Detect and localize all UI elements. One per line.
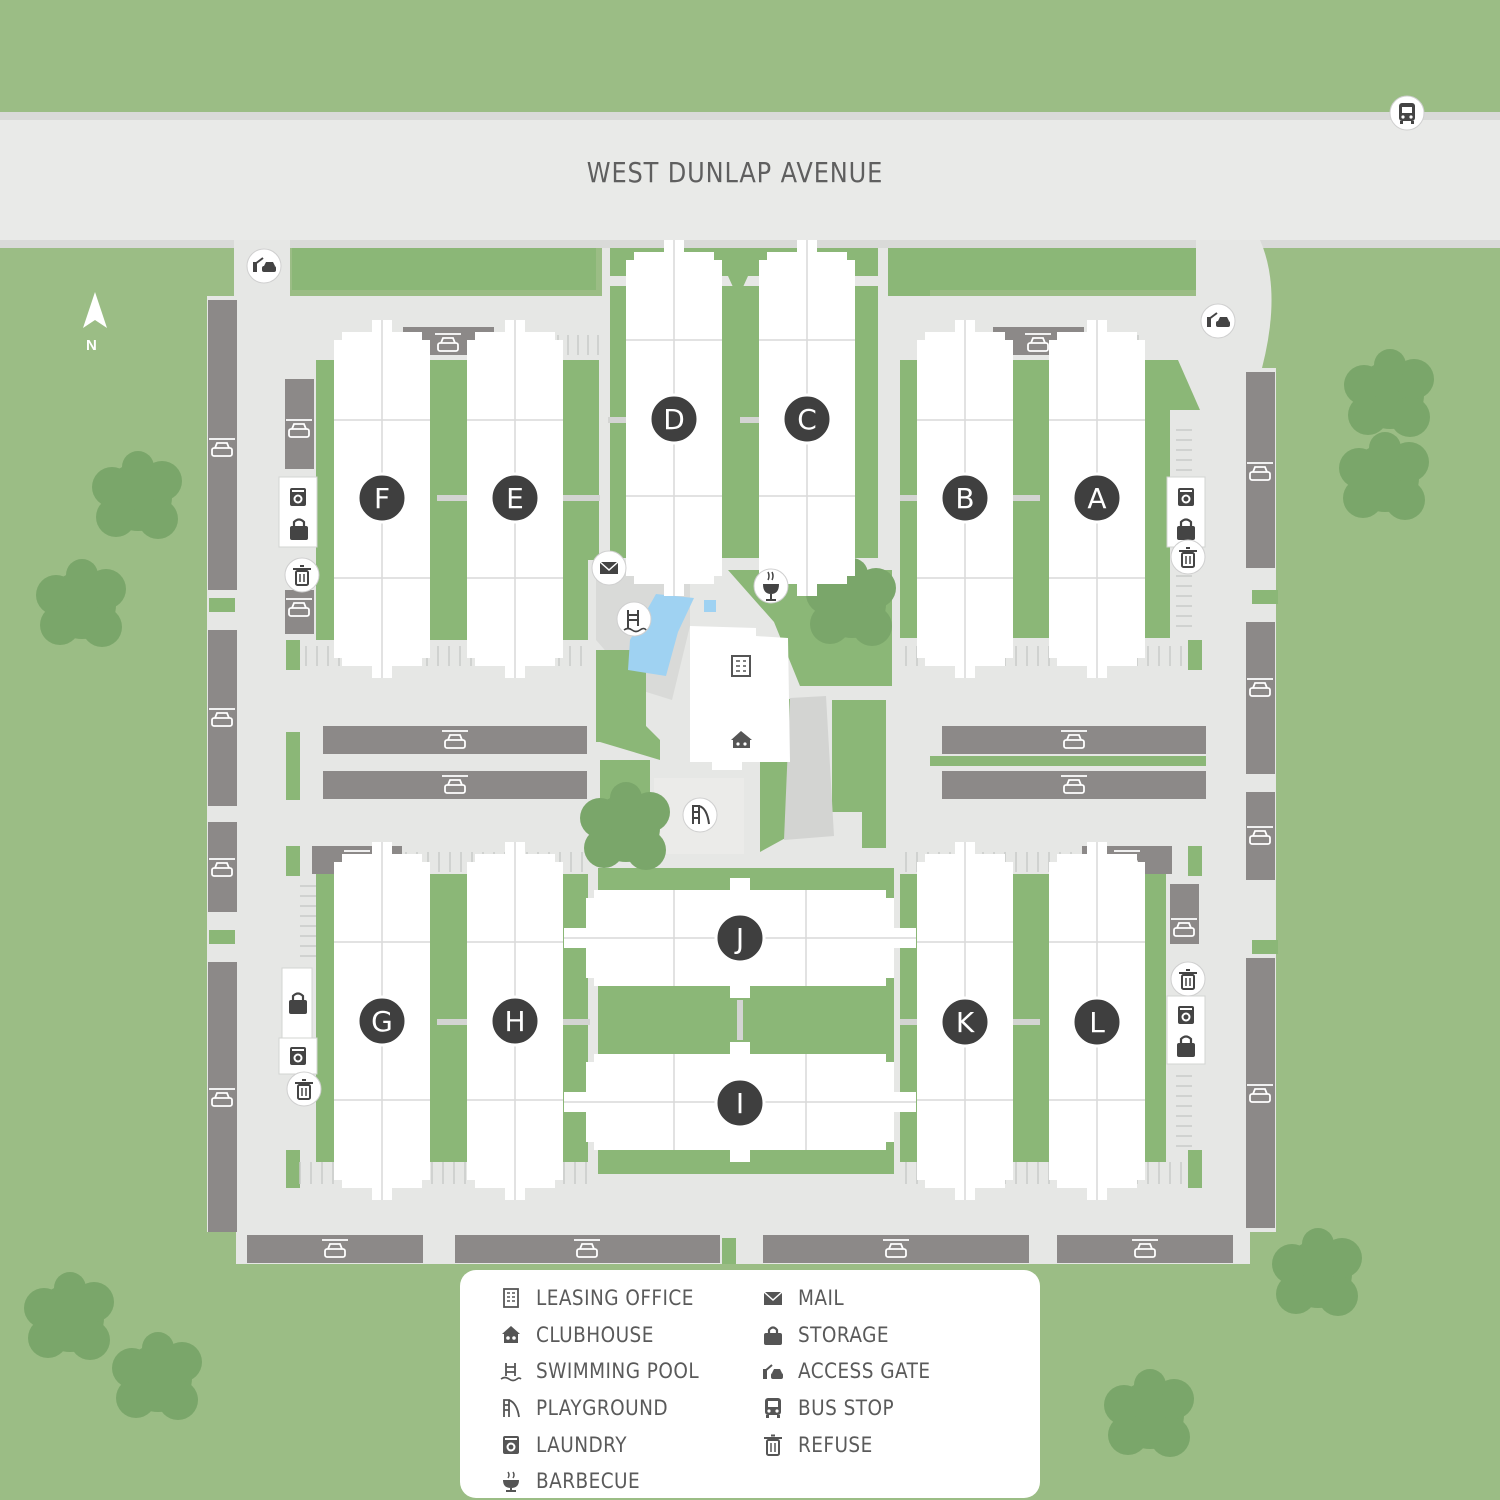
- mail-icon: [591, 550, 627, 586]
- barbecue-icon: [753, 568, 789, 604]
- legend-item-swimming-pool: SWIMMING POOL: [498, 1353, 721, 1390]
- legend-label: PLAYGROUND: [536, 1396, 669, 1421]
- legend-label: MAIL: [798, 1286, 845, 1311]
- legend-label: BUS STOP: [798, 1396, 895, 1421]
- legend-item-access-gate: ACCESS GATE: [760, 1353, 949, 1390]
- building-badge-l: L: [1071, 996, 1123, 1048]
- building-badge-e: E: [489, 472, 541, 524]
- legend-label: ACCESS GATE: [798, 1359, 931, 1384]
- building-label: H: [504, 1005, 525, 1038]
- building-badge-h: H: [489, 995, 541, 1047]
- building-label: D: [663, 403, 685, 436]
- leasing-office-icon: [498, 1285, 524, 1311]
- access-gate-icon: [760, 1358, 786, 1384]
- building-label: F: [374, 482, 390, 515]
- playground-icon: [498, 1395, 524, 1421]
- legend-item-bus-stop: BUS STOP: [760, 1390, 949, 1427]
- legend-item-leasing-office: LEASING OFFICE: [498, 1280, 721, 1317]
- legend-label: STORAGE: [798, 1322, 890, 1347]
- legend-item-playground: PLAYGROUND: [498, 1390, 721, 1427]
- refuse-icon: [284, 539, 1206, 1107]
- legend-item-clubhouse: CLUBHOUSE: [498, 1317, 721, 1354]
- building-badge-j: J: [714, 912, 766, 964]
- legend-item-mail: MAIL: [760, 1280, 949, 1317]
- bus-stop-icon: [1389, 95, 1425, 131]
- legend-label: REFUSE: [798, 1432, 873, 1457]
- swimming-pool-icon: [616, 601, 652, 637]
- laundry-icon: [498, 1432, 524, 1458]
- street-name: WEST DUNLAP AVENUE: [586, 156, 884, 189]
- building-label: J: [734, 922, 744, 955]
- building-badge-f: F: [356, 472, 408, 524]
- building-badge-i: I: [714, 1077, 766, 1129]
- building-badge-g: G: [356, 995, 408, 1047]
- clubhouse-icon: [731, 731, 752, 748]
- building-badge-k: K: [939, 996, 991, 1048]
- legend-label: LAUNDRY: [536, 1432, 627, 1457]
- building-badge-b: B: [939, 472, 991, 524]
- legend-item-barbecue: BARBECUE: [498, 1463, 721, 1500]
- refuse-icon: [760, 1432, 786, 1458]
- building-label: G: [371, 1005, 393, 1038]
- legend-column-left: LEASING OFFICE CLUBHOUSE SWIMMING POOL PLAY…: [498, 1280, 721, 1500]
- building-label: A: [1087, 482, 1106, 515]
- legend-label: SWIMMING POOL: [536, 1359, 700, 1384]
- compass-label: N: [86, 337, 97, 354]
- building-label: C: [797, 403, 817, 436]
- playground-icon: [682, 797, 718, 833]
- legend-column-right: MAIL STORAGE ACCESS GATE BUS STOP REFUSE: [760, 1280, 949, 1463]
- compass-arrow-icon: [83, 292, 107, 328]
- map-legend: LEASING OFFICE CLUBHOUSE SWIMMING POOL PLAY…: [460, 1270, 1040, 1498]
- legend-item-storage: STORAGE: [760, 1317, 949, 1354]
- legend-label: LEASING OFFICE: [536, 1286, 694, 1311]
- storage-icon: [760, 1322, 786, 1348]
- building-badge-c: C: [781, 393, 833, 445]
- central-amenity-area: [580, 558, 900, 870]
- mail-icon: [760, 1285, 786, 1311]
- building-label: K: [956, 1006, 975, 1039]
- legend-item-laundry: LAUNDRY: [498, 1426, 721, 1463]
- access-gate-icon: [246, 248, 1236, 339]
- building-label: E: [506, 482, 524, 515]
- leasing-office-icon: [731, 655, 751, 677]
- building-label: B: [955, 482, 974, 515]
- legend-label: CLUBHOUSE: [536, 1322, 654, 1347]
- building-label: I: [736, 1087, 744, 1120]
- clubhouse-icon: [498, 1322, 524, 1348]
- building-label: L: [1089, 1006, 1105, 1039]
- legend-item-refuse: REFUSE: [760, 1426, 949, 1463]
- legend-label: BARBECUE: [536, 1469, 641, 1494]
- swimming-pool-icon: [498, 1358, 524, 1384]
- barbecue-icon: [498, 1468, 524, 1494]
- building-badge-d: D: [648, 393, 700, 445]
- building-badge-a: A: [1071, 472, 1123, 524]
- building-badges: A B C D E F G H I J K L: [356, 393, 1123, 1129]
- bus-stop-icon: [760, 1395, 786, 1421]
